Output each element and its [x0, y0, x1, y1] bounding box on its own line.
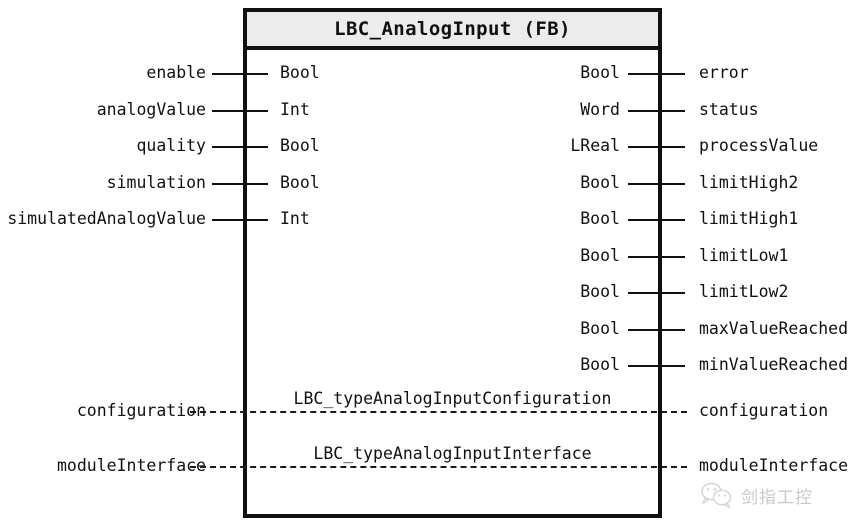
- output-connector-maxValueReached: [628, 329, 685, 331]
- inout-label-left-moduleInterface: moduleInterface: [56, 456, 206, 475]
- input-label-enable: enable: [146, 63, 206, 82]
- function-block-header: LBC_AnalogInput (FB): [247, 12, 658, 50]
- output-type-maxValueReached: Bool: [580, 319, 620, 338]
- input-label-simulation: simulation: [106, 173, 206, 192]
- watermark: 剑指工控: [700, 482, 813, 508]
- input-type-simulation: Bool: [280, 173, 320, 192]
- output-label-processValue: processValue: [699, 136, 819, 155]
- output-type-minValueReached: Bool: [580, 355, 620, 374]
- input-type-quality: Bool: [280, 136, 320, 155]
- input-label-quality: quality: [136, 136, 206, 155]
- input-label-simulatedAnalogValue: simulatedAnalogValue: [7, 209, 206, 228]
- input-type-analogValue: Int: [280, 100, 310, 119]
- input-connector-enable: [212, 73, 268, 75]
- inout-type-moduleInterface: LBC_typeAnalogInputInterface: [313, 444, 592, 463]
- output-connector-limitHigh1: [628, 219, 685, 221]
- input-connector-simulatedAnalogValue: [212, 219, 268, 221]
- output-type-limitLow1: Bool: [580, 246, 620, 265]
- input-connector-simulation: [212, 183, 268, 185]
- output-connector-minValueReached: [628, 365, 685, 367]
- output-type-processValue: LReal: [570, 136, 620, 155]
- wechat-icon: [701, 482, 732, 508]
- inout-label-left-configuration: configuration: [76, 401, 206, 420]
- inout-connector-moduleInterface: [190, 466, 687, 468]
- output-type-limitHigh2: Bool: [580, 173, 620, 192]
- output-label-limitHigh2: limitHigh2: [699, 173, 799, 192]
- inout-label-right-moduleInterface: moduleInterface: [699, 456, 849, 475]
- function-block-title: LBC_AnalogInput (FB): [334, 18, 571, 40]
- output-label-error: error: [699, 63, 749, 82]
- output-type-limitHigh1: Bool: [580, 209, 620, 228]
- input-type-enable: Bool: [280, 63, 320, 82]
- inout-label-right-configuration: configuration: [699, 401, 829, 420]
- input-connector-quality: [212, 146, 268, 148]
- output-connector-limitLow1: [628, 256, 685, 258]
- output-label-limitHigh1: limitHigh1: [699, 209, 799, 228]
- output-connector-error: [628, 73, 685, 75]
- output-connector-processValue: [628, 146, 685, 148]
- output-type-limitLow2: Bool: [580, 282, 620, 301]
- input-label-analogValue: analogValue: [96, 100, 206, 119]
- output-connector-status: [628, 110, 685, 112]
- inout-type-configuration: LBC_typeAnalogInputConfiguration: [293, 389, 612, 408]
- output-connector-limitLow2: [628, 292, 685, 294]
- inout-connector-configuration: [190, 411, 687, 413]
- output-label-limitLow1: limitLow1: [699, 246, 789, 265]
- function-block-body: LBC_AnalogInput (FB): [243, 8, 662, 518]
- input-connector-analogValue: [212, 110, 268, 112]
- output-label-status: status: [699, 100, 759, 119]
- output-type-status: Word: [580, 100, 620, 119]
- output-type-error: Bool: [580, 63, 620, 82]
- output-label-minValueReached: minValueReached: [699, 355, 849, 374]
- watermark-text: 剑指工控: [741, 487, 813, 508]
- output-connector-limitHigh2: [628, 183, 685, 185]
- output-label-maxValueReached: maxValueReached: [699, 319, 849, 338]
- input-type-simulatedAnalogValue: Int: [280, 209, 310, 228]
- output-label-limitLow2: limitLow2: [699, 282, 789, 301]
